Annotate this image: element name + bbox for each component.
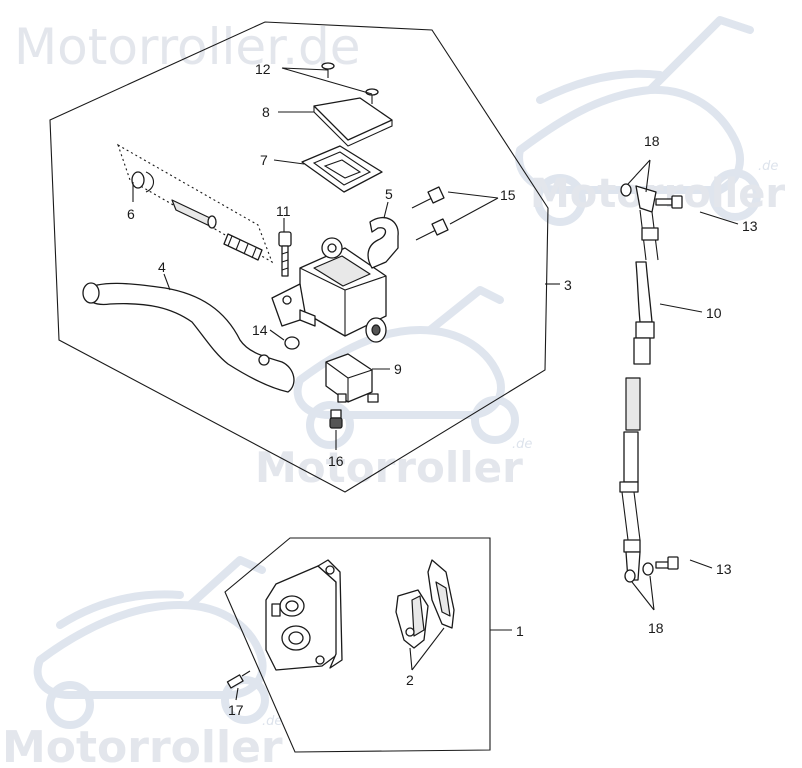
callout-18-top: 18 [644, 133, 660, 149]
part-brake-hose-10 [619, 185, 659, 581]
part-bleeder-16 [329, 409, 343, 429]
part-bolt-11 [278, 231, 292, 277]
watermark-tld-mid: .de [512, 437, 532, 452]
callout-4: 4 [158, 259, 166, 275]
assembly-outline-caliper [224, 537, 491, 753]
callout-13-bottom: 13 [716, 561, 732, 577]
part-master-cylinder-body [271, 237, 387, 343]
part-banjo-bolt-13-top [655, 195, 683, 209]
callout-8: 8 [262, 104, 270, 120]
part-nut-14 [284, 336, 300, 350]
callout-11: 11 [276, 203, 291, 219]
callout-15: 15 [500, 187, 516, 203]
part-clamp-5 [367, 217, 399, 269]
callout-2: 2 [406, 672, 414, 688]
part-banjo-bolt-13-bottom [655, 556, 679, 570]
watermark-scooter-bottom [33, 556, 269, 729]
callout-18-bottom: 18 [648, 620, 664, 636]
watermark-text-right: Motorroller [530, 171, 785, 217]
callout-10: 10 [706, 305, 722, 321]
watermark-text-top: Motorroller.de [14, 18, 361, 76]
part-brake-pads-2 [395, 559, 455, 649]
callout-5: 5 [385, 186, 393, 202]
callout-1: 1 [516, 623, 524, 639]
watermark-tld-right: .de [758, 159, 778, 174]
watermark-text-bottom: Motorroller [2, 722, 283, 768]
part-brake-switch-9 [325, 353, 379, 403]
assembly-outline-master-cylinder [49, 21, 549, 493]
callout-3: 3 [564, 277, 572, 293]
callout-16: 16 [328, 453, 344, 469]
part-reservoir-cap-8 [313, 97, 393, 141]
part-bleeder-screw-17 [226, 670, 251, 689]
part-bolts-15 [411, 186, 449, 241]
part-piston-kit-6 [117, 143, 274, 264]
leader-lines [132, 67, 739, 701]
callout-9: 9 [394, 361, 402, 377]
callout-7: 7 [260, 152, 268, 168]
callout-6: 6 [127, 206, 135, 222]
watermark-text-mid: Motorroller [255, 443, 523, 492]
callout-14: 14 [252, 322, 268, 338]
watermark-scooter-right [515, 16, 761, 226]
part-diaphragm-7 [301, 145, 383, 193]
watermark-tld-bottom: .de [262, 714, 282, 729]
part-caliper-body [265, 559, 343, 671]
callout-17: 17 [228, 702, 244, 718]
callout-13-top: 13 [742, 218, 758, 234]
callout-12: 12 [255, 61, 271, 77]
part-washers-18-bottom [624, 562, 654, 583]
part-brake-lever-4 [83, 282, 295, 393]
